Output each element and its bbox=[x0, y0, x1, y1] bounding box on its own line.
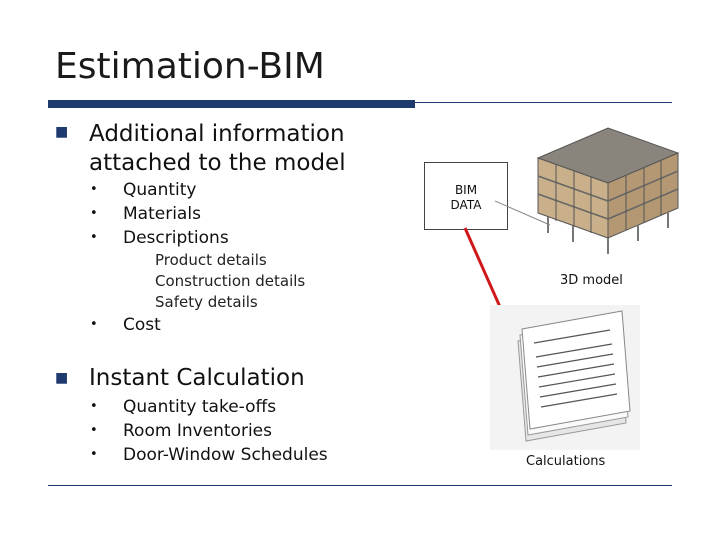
section1-heading: Additional information attached to the m… bbox=[89, 120, 346, 178]
building-model-icon bbox=[536, 127, 680, 254]
dot-bullet-icon: • bbox=[90, 399, 98, 414]
dot-bullet-icon: • bbox=[90, 230, 98, 245]
title-rule bbox=[48, 100, 415, 108]
section2-heading: Instant Calculation bbox=[89, 365, 305, 391]
calculation-sheets-icon bbox=[490, 305, 640, 450]
sub-list-item: Construction details bbox=[155, 272, 306, 290]
sub-list-item: Product details bbox=[155, 251, 267, 269]
square-bullet-icon: ■ bbox=[55, 370, 69, 386]
model-caption: 3D model bbox=[560, 273, 623, 288]
square-bullet-icon: ■ bbox=[55, 124, 69, 140]
dot-bullet-icon: • bbox=[90, 182, 98, 197]
dot-bullet-icon: • bbox=[90, 447, 98, 462]
calculations-caption: Calculations bbox=[526, 454, 606, 469]
list-item: Descriptions bbox=[123, 228, 229, 248]
section1-heading-line1: Additional information bbox=[89, 121, 345, 147]
list-item: Materials bbox=[123, 204, 201, 224]
list-item: Cost bbox=[123, 315, 161, 335]
dot-bullet-icon: • bbox=[90, 317, 98, 332]
list-item: Quantity bbox=[123, 180, 197, 200]
bottom-rule bbox=[48, 485, 672, 486]
list-item: Quantity take-offs bbox=[123, 397, 277, 417]
list-item: Door-Window Schedules bbox=[123, 445, 328, 465]
dot-bullet-icon: • bbox=[90, 423, 98, 438]
dot-bullet-icon: • bbox=[90, 206, 98, 221]
section1-heading-line2: attached to the model bbox=[89, 150, 346, 176]
bim-box-line1: BIM bbox=[454, 183, 478, 197]
bim-box-line2: DATA bbox=[450, 198, 482, 212]
title-rule-thin bbox=[415, 102, 672, 103]
bim-data-box: BIM DATA bbox=[424, 162, 508, 230]
sub-list-item: Safety details bbox=[155, 293, 258, 311]
list-item: Room Inventories bbox=[123, 421, 272, 441]
slide-title: Estimation-BIM bbox=[55, 46, 325, 87]
connector-line-icon bbox=[495, 200, 551, 226]
